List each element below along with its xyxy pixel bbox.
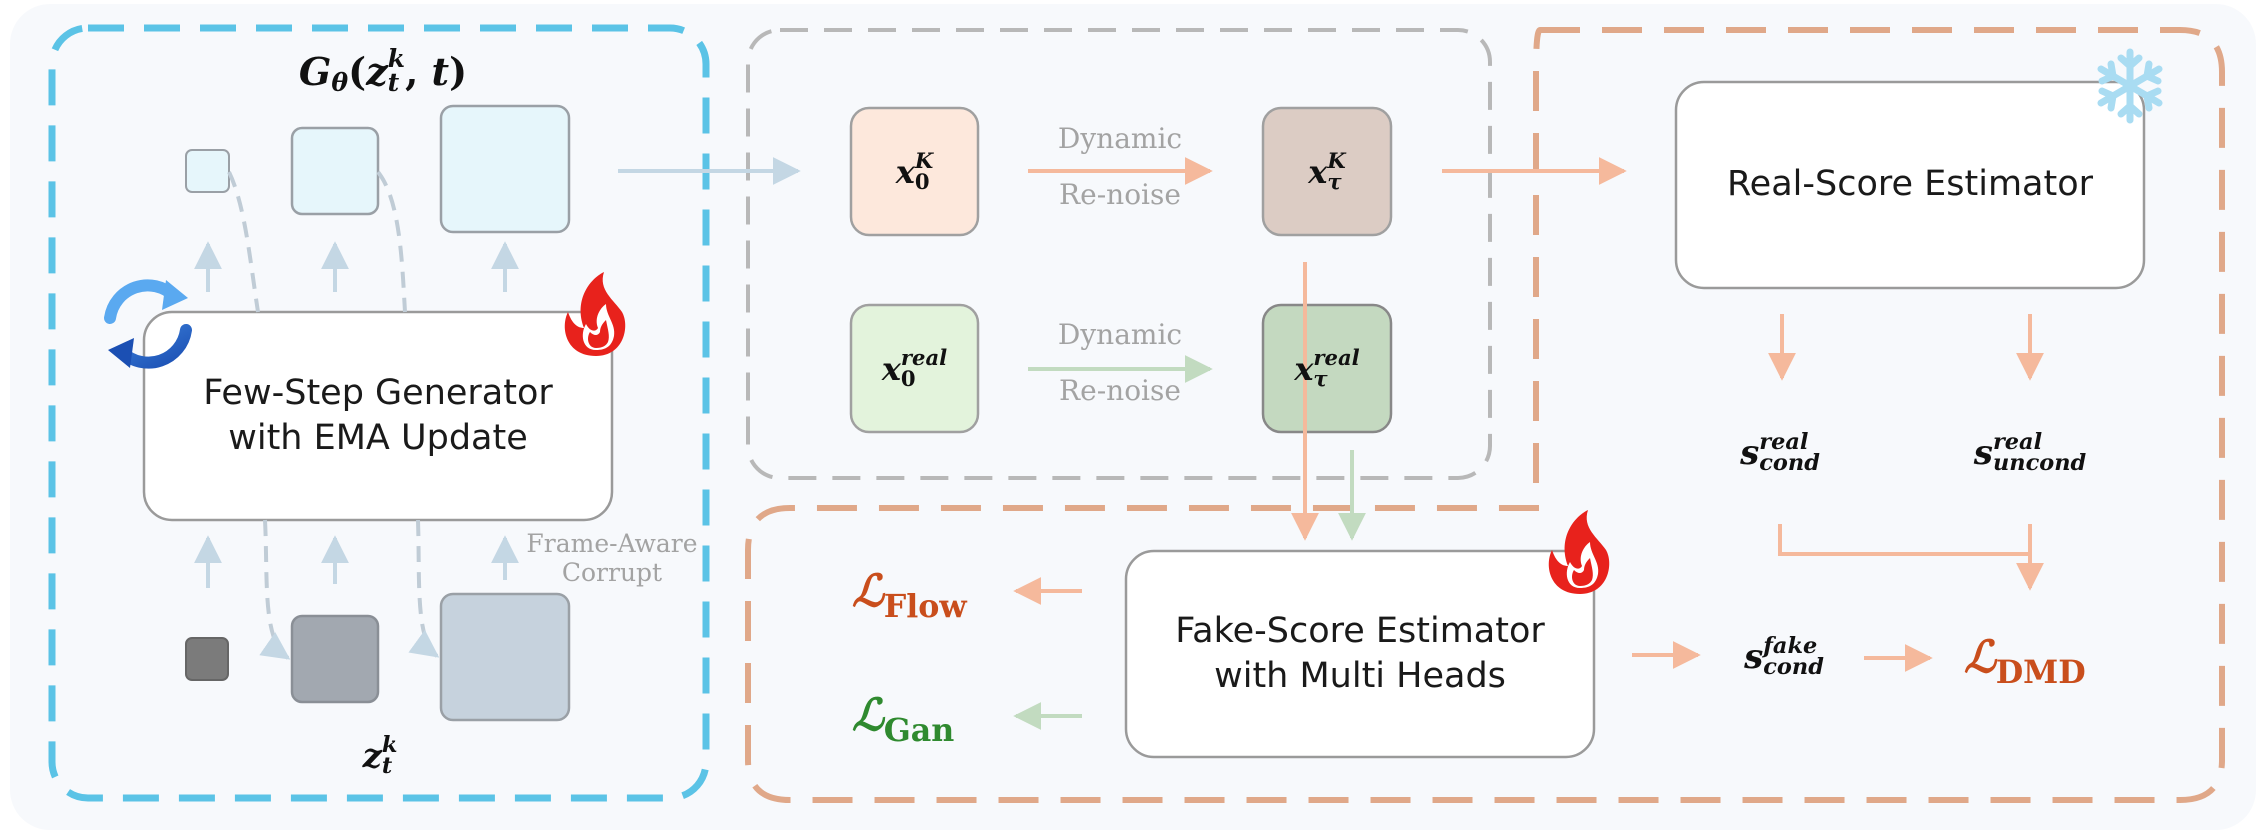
gen-dashed-curve-3 [259,519,291,660]
input-square-large [439,592,571,722]
cfg-bracket [1778,524,2030,556]
generator-panel [48,24,710,802]
input-square-medium [290,614,380,704]
renoise-bottom-label-1: Dynamic [1057,318,1183,351]
generator-box [142,310,614,522]
generator-label: Few-Step Generator with EMA Update [203,372,553,459]
fire-icon [1548,510,1610,594]
input-square-small [185,637,229,681]
snowflake-icon [2097,48,2163,124]
fire-icon [564,272,626,356]
gen-dashed-curve-2 [376,170,407,313]
fake-score-box [1124,549,1596,759]
gen-dashed-curve-1 [227,171,260,313]
renoise-bottom-label-2: Re-noise [1059,374,1181,407]
flow-loss: ℒFlow [852,566,967,626]
gan-loss: ℒGan [852,690,955,750]
renoise-panel [746,28,1492,480]
xtauK-node [1261,106,1393,237]
output-square-small [185,149,230,193]
output-square-medium [290,126,380,216]
real-score-label: Real-Score Estimator [1726,164,2094,205]
x0K-node [849,106,980,237]
fake-score-label: Fake-Score Estimator with Multi Heads [1175,610,1545,697]
real-score-box [1674,80,2146,290]
output-square-large [439,104,571,234]
x0real-node [849,303,980,434]
xtaureal-node [1261,303,1393,434]
gen-dashed-curve-4 [408,519,440,658]
score-panel [745,27,2225,803]
dmd-loss: ℒDMD [1964,632,2086,692]
renoise-top-label-1: Dynamic [1057,122,1183,155]
frame-aware-corrupt-label: Frame-Aware Corrupt [526,529,698,587]
renoise-top-label-2: Re-noise [1059,178,1181,211]
cycle-icon [104,279,192,369]
